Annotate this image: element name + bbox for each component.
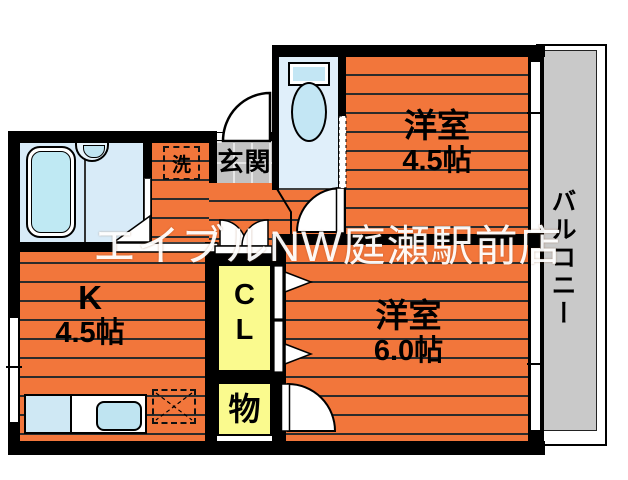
toilet-bowl-icon bbox=[291, 82, 327, 142]
wall-closet-bottom bbox=[205, 372, 286, 382]
western-room-2-size: 6.0帖 bbox=[373, 334, 444, 367]
closet-box bbox=[217, 264, 272, 372]
kitchen-label: K 4.5帖 bbox=[25, 279, 155, 349]
western-room-2-name: 洋室 bbox=[375, 297, 442, 334]
window-left-icon bbox=[8, 318, 20, 422]
entrance-step-line bbox=[273, 183, 292, 234]
kitchen-name: K bbox=[78, 279, 102, 316]
wall-closet-top bbox=[205, 254, 286, 264]
room2-door-arc bbox=[287, 382, 337, 432]
closet-label: C L bbox=[234, 279, 255, 346]
wall-bath-bottom bbox=[8, 242, 118, 252]
western-room-1-floor bbox=[346, 57, 528, 234]
laundry-label: 洗 bbox=[171, 154, 191, 176]
entrance-label: 玄関 bbox=[217, 147, 272, 177]
storage-box bbox=[217, 382, 272, 436]
upper-cabinet-dashed bbox=[338, 115, 347, 189]
wall-entrance-left bbox=[209, 137, 217, 183]
closet-door-arrow-lower bbox=[284, 342, 314, 366]
bath-divider bbox=[84, 143, 86, 242]
closet-top-door-right bbox=[241, 219, 269, 247]
wall-bottom bbox=[8, 441, 545, 455]
western-room-2-label: 洋室 6.0帖 bbox=[286, 297, 531, 367]
western-room-1-name: 洋室 bbox=[404, 107, 470, 144]
wall-left-block-top bbox=[8, 131, 217, 143]
kitchen-counter-icon bbox=[24, 394, 147, 434]
window-right-lower-icon bbox=[529, 248, 542, 430]
closet-side-door-upper bbox=[273, 265, 284, 320]
closet-side-door-lower bbox=[273, 320, 284, 373]
fridge-cross-mark bbox=[155, 392, 193, 421]
closet-door-arrow-upper bbox=[284, 270, 314, 294]
washing-machine-pan-icon: 洗 bbox=[163, 146, 200, 180]
front-door-arc bbox=[221, 91, 272, 143]
sink-icon bbox=[96, 401, 142, 431]
western-room-1-label: 洋室 4.5帖 bbox=[346, 107, 528, 177]
entrance-floor bbox=[217, 141, 272, 183]
toilet-tank-icon bbox=[288, 62, 330, 86]
wall-toilet-left bbox=[272, 45, 279, 190]
kitchen-size: 4.5帖 bbox=[55, 316, 125, 349]
fridge-space-icon bbox=[152, 389, 196, 424]
kitchen-door-arrow bbox=[111, 214, 151, 243]
window-right-upper-icon bbox=[529, 62, 542, 232]
balcony-label: バルコニー bbox=[548, 188, 576, 328]
western-room-1-size: 4.5帖 bbox=[402, 144, 472, 177]
storage-label: 物 bbox=[228, 391, 261, 427]
bathtub-icon bbox=[26, 146, 76, 238]
wall-kitchen-right bbox=[205, 242, 217, 441]
room2-door-leaf bbox=[280, 383, 291, 432]
wall-mid-horizontal bbox=[286, 234, 528, 245]
wall-top bbox=[272, 45, 545, 57]
watermark-text: エイブルNW庭瀬駅前店 bbox=[93, 223, 563, 271]
closet-top-door-bar bbox=[214, 245, 273, 255]
